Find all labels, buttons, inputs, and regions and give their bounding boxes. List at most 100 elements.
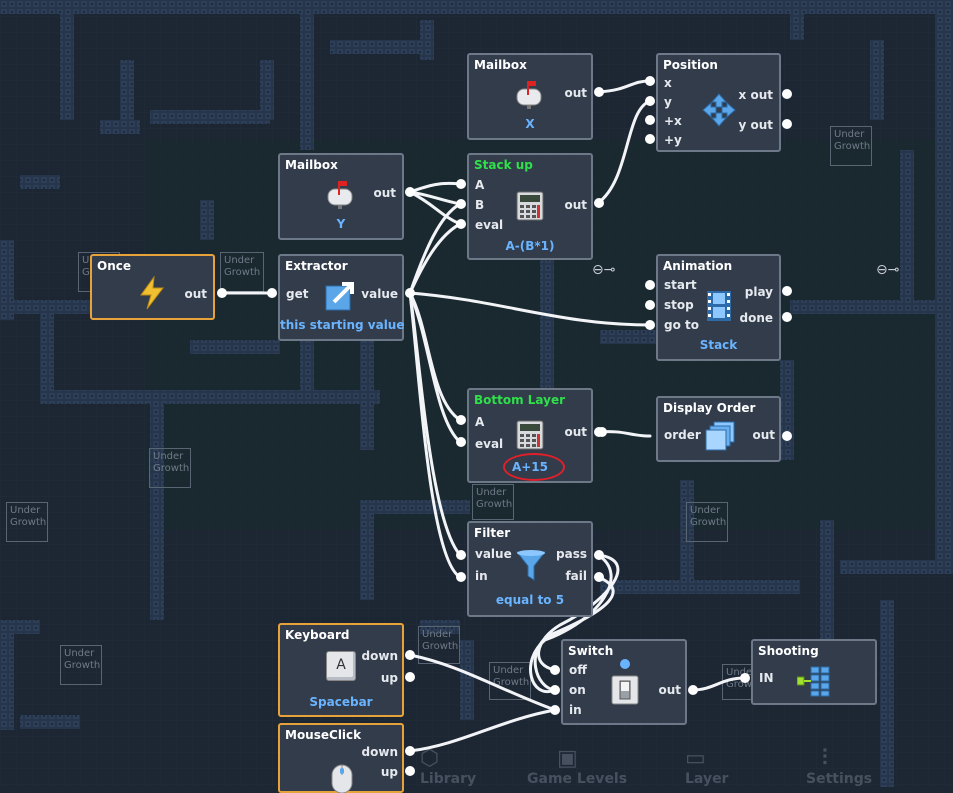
under-growth-marker[interactable]: Under Growth — [220, 252, 264, 292]
sliders-icon: ⫶ — [822, 746, 828, 771]
output-port[interactable] — [782, 431, 792, 441]
under-growth-marker[interactable]: Under Growth — [686, 502, 728, 542]
connector-handle-icon[interactable]: ⊖⊸ — [876, 262, 900, 278]
node-title: Animation — [663, 259, 733, 273]
node-mailbox-y[interactable]: Mailbox out Y — [278, 153, 404, 240]
input-port[interactable] — [645, 320, 655, 330]
game-levels-tab[interactable]: ▣Game Levels — [527, 746, 627, 787]
node-value[interactable]: Stack — [699, 338, 738, 352]
settings-tab[interactable]: ⫶Settings — [806, 746, 872, 787]
port-out-label: y out — [738, 118, 773, 132]
input-port[interactable] — [456, 572, 466, 582]
under-growth-marker[interactable]: Under Growth — [472, 484, 514, 520]
output-port[interactable] — [782, 286, 792, 296]
under-growth-marker[interactable]: Under Growth — [6, 502, 48, 542]
funnel-icon — [516, 550, 546, 581]
input-port[interactable] — [550, 685, 560, 695]
node-value[interactable]: A-(B*1) — [505, 239, 555, 253]
input-port[interactable] — [456, 415, 466, 425]
node-shooting[interactable]: Shooting IN — [751, 639, 877, 705]
port-in-label: get — [286, 287, 309, 301]
under-growth-label: Under Growth — [493, 665, 530, 688]
node-bottom-layer[interactable]: Bottom Layer A eval out A+15 — [467, 388, 593, 483]
node-switch[interactable]: Switch off on in out — [561, 639, 687, 725]
node-animation[interactable]: Animation start stop go to play done Sta… — [656, 254, 781, 361]
connector-handle-icon[interactable]: ⊖⊸ — [592, 262, 616, 278]
under-growth-label: Under Growth — [422, 629, 459, 652]
input-port[interactable] — [456, 437, 466, 447]
output-port[interactable] — [594, 87, 604, 97]
output-port[interactable] — [405, 766, 415, 776]
node-keyboard[interactable]: Keyboard A down up Spacebar — [278, 623, 404, 717]
node-value[interactable]: equal to 5 — [495, 593, 565, 607]
image-icon: ▣ — [557, 746, 578, 771]
node-mouseclick[interactable]: MouseClick down up — [278, 723, 404, 793]
input-port[interactable] — [267, 288, 277, 298]
port-in-label: A — [475, 178, 485, 192]
under-growth-marker[interactable]: Under Growth — [149, 448, 191, 488]
port-in-label: B — [475, 198, 485, 212]
under-growth-marker[interactable]: Under Growth — [830, 126, 872, 166]
under-growth-marker[interactable]: Under Growth — [489, 662, 531, 700]
input-port[interactable] — [645, 280, 655, 290]
library-tab[interactable]: ⬡Library — [420, 746, 476, 787]
input-port[interactable] — [645, 115, 655, 125]
input-port[interactable] — [740, 673, 750, 683]
under-growth-marker[interactable]: Under Growth — [418, 626, 460, 664]
node-extractor[interactable]: Extractor get value this starting value — [278, 254, 404, 341]
input-port[interactable] — [550, 705, 560, 715]
key-label: A — [336, 657, 346, 673]
under-growth-marker[interactable]: Under Growth — [60, 645, 102, 685]
node-value[interactable]: Y — [336, 217, 346, 231]
node-title: Mailbox — [474, 58, 527, 72]
input-port[interactable] — [645, 76, 655, 86]
layers-icon: ▭ — [685, 746, 706, 771]
node-value[interactable]: Spacebar — [309, 695, 373, 709]
output-port[interactable] — [405, 746, 415, 756]
output-port[interactable] — [405, 650, 415, 660]
game-levels-label: Game Levels — [527, 771, 628, 787]
output-port[interactable] — [782, 89, 792, 99]
node-filter[interactable]: Filter value in pass fail equal to 5 — [467, 521, 593, 617]
layer-tab[interactable]: ▭Layer — [685, 746, 728, 787]
output-port[interactable] — [594, 198, 604, 208]
node-title: Shooting — [758, 644, 819, 658]
output-port[interactable] — [782, 312, 792, 322]
output-port[interactable] — [782, 119, 792, 129]
input-port[interactable] — [550, 665, 560, 675]
port-in-label: A — [475, 415, 485, 429]
input-port[interactable] — [597, 427, 607, 437]
mouse-icon — [331, 764, 353, 793]
output-port[interactable] — [688, 685, 698, 695]
port-out-label: value — [361, 287, 398, 301]
mailbox-icon — [327, 181, 353, 209]
port-out-label: up — [380, 765, 398, 779]
node-position[interactable]: Position x y +x +y x out y out — [656, 53, 781, 152]
port-out-label: play — [744, 285, 773, 299]
under-growth-label: Under Growth — [10, 505, 47, 528]
output-port[interactable] — [217, 288, 227, 298]
layer-label: Layer — [685, 771, 729, 787]
port-in-label: +y — [664, 133, 682, 147]
output-port[interactable] — [405, 187, 415, 197]
output-port[interactable] — [405, 672, 415, 682]
input-port[interactable] — [645, 96, 655, 106]
port-in-label: start — [664, 278, 697, 292]
input-port[interactable] — [645, 134, 655, 144]
node-display-order[interactable]: Display Order order out — [656, 396, 781, 462]
under-growth-label: Under Growth — [153, 451, 190, 474]
input-port[interactable] — [456, 219, 466, 229]
input-port[interactable] — [456, 179, 466, 189]
input-port[interactable] — [456, 199, 466, 209]
input-port[interactable] — [645, 300, 655, 310]
node-value[interactable]: this starting value — [280, 318, 405, 332]
node-once[interactable]: Once out — [90, 254, 215, 320]
output-port[interactable] — [594, 572, 604, 582]
output-port[interactable] — [594, 550, 604, 560]
node-mailbox-x[interactable]: Mailbox out X — [467, 53, 593, 140]
node-stack-up[interactable]: Stack up A B eval out A-(B*1) — [467, 153, 593, 260]
input-port[interactable] — [456, 550, 466, 560]
node-title: Stack up — [474, 158, 533, 172]
output-port[interactable] — [405, 288, 415, 298]
node-value[interactable]: X — [525, 117, 535, 131]
